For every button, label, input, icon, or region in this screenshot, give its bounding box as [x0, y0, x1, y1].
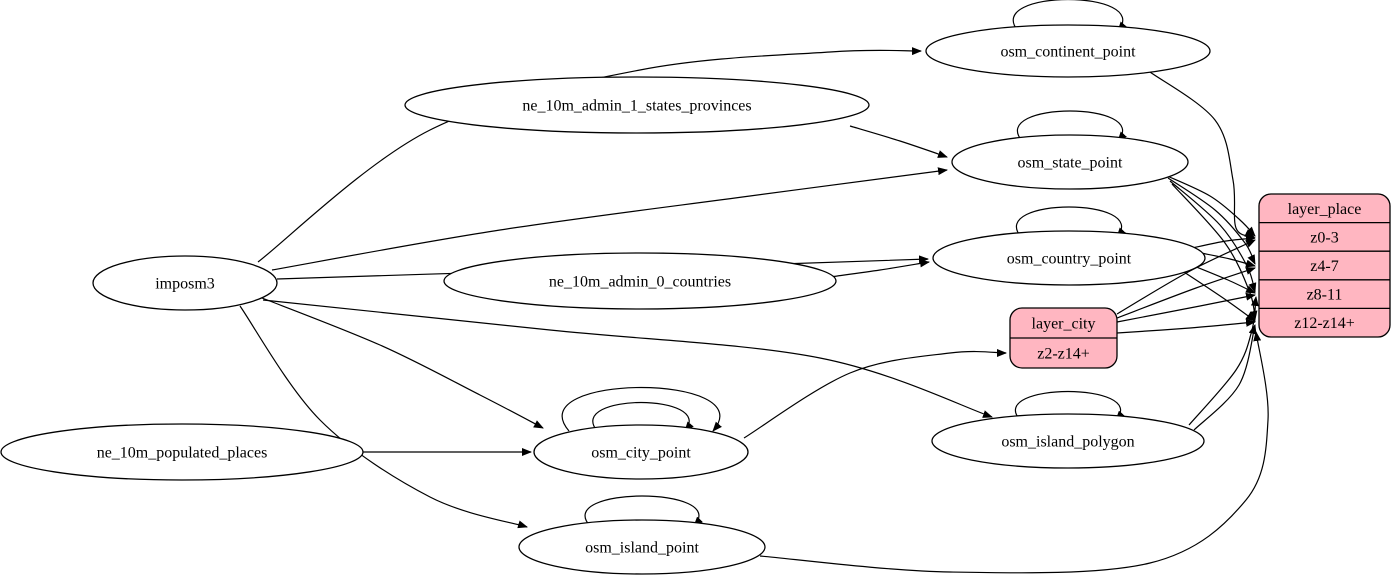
node-shape-osm_state_point	[951, 134, 1189, 190]
edge-osm_state_point-to-layer_place-z8-11	[1169, 180, 1257, 293]
node-shape-imposm3	[92, 255, 278, 311]
node-shape-osm_city_point	[533, 424, 749, 480]
edges-layer	[239, 0, 1269, 574]
edge-layer_city-to-layer_place-z8-11	[1116, 292, 1256, 323]
edge-imposm3-to-osm_continent_point	[257, 47, 922, 263]
self-loop-osm_island_point-0	[584, 495, 704, 527]
edge-imposm3-to-osm_state_point	[271, 167, 948, 271]
node-osm_island_polygon: osm_island_polygon	[931, 413, 1205, 469]
node-osm_continent_point: osm_continent_point	[925, 24, 1211, 78]
record-header-layer_place-layer_place: layer_place	[1288, 201, 1362, 218]
node-label-imposm3: imposm3	[155, 276, 215, 293]
edge-osm_country_point-to-layer_place-z8-11	[1193, 265, 1256, 294]
self-loop-osm_island_polygon-0	[1015, 390, 1125, 421]
record-row-layer_place-z8-11: z8-11	[1307, 287, 1343, 304]
node-layer_place: layer_place z0-3 z4-7 z8-11 z12-z14+	[1258, 193, 1391, 338]
node-label-ne_10m_populated_places: ne_10m_populated_places	[97, 445, 268, 462]
node-shape-osm_island_polygon	[931, 413, 1205, 469]
node-layer_city: layer_city z2-z14+	[1009, 307, 1118, 369]
node-label-ne_10m_admin_0_countries: ne_10m_admin_0_countries	[549, 274, 731, 291]
edge-osm_island_polygon-to-layer_place-z8-11	[1188, 296, 1259, 426]
self-loop-osm_city_point-0	[561, 386, 722, 432]
node-label-osm_continent_point: osm_continent_point	[1000, 44, 1136, 61]
node-shape-ne_10m_admin_0_countries	[443, 252, 837, 310]
node-osm_island_point: osm_island_point	[518, 519, 766, 575]
edge-imposm3-to-osm_city_point	[256, 295, 544, 429]
edge-osm_state_point-to-layer_place-z4-7	[1167, 177, 1256, 265]
record-row-layer_city-z2-z14+: z2-z14+	[1037, 346, 1090, 363]
node-shape-osm_continent_point	[925, 24, 1211, 78]
node-label-osm_country_point: osm_country_point	[1007, 251, 1132, 268]
edge-osm_state_point-to-layer_place-z12-z14+	[1171, 183, 1258, 321]
edge-ne_10m_admin_1_states_provinces-to-osm_state_point	[849, 125, 948, 158]
node-osm_country_point: osm_country_point	[932, 230, 1206, 286]
edge-osm_island_point-to-layer_place-z12-z14+	[759, 331, 1269, 574]
node-osm_state_point: osm_state_point	[951, 134, 1189, 190]
edge-osm_city_point-to-layer_city-z2-z14+	[743, 348, 1007, 439]
node-osm_city_point: osm_city_point	[533, 424, 749, 480]
node-label-osm_island_point: osm_island_point	[585, 540, 699, 557]
record-row-layer_place-z0-3: z0-3	[1310, 229, 1338, 246]
node-label-ne_10m_admin_1_states_provinces: ne_10m_admin_1_states_provinces	[522, 98, 751, 115]
node-imposm3: imposm3	[92, 255, 278, 311]
edge-osm_country_point-to-layer_place-z4-7	[1200, 252, 1256, 268]
node-shape-layer_place	[1258, 193, 1391, 338]
record-row-layer_place-z12-z14+: z12-z14+	[1294, 315, 1355, 332]
edge-layer_city-to-layer_place-z12-z14+	[1116, 318, 1256, 334]
self-loop-osm_city_point-1	[592, 401, 694, 432]
nodes-layer: imposm3 ne_10m_admin_1_states_provincesne…	[0, 24, 1391, 575]
edge-osm_country_point-to-layer_place-z0-3	[1191, 234, 1256, 249]
edge-osm_island_polygon-to-layer_place-z12-z14+	[1193, 324, 1257, 431]
record-row-layer_place-z4-7: z4-7	[1310, 258, 1338, 275]
self-loop-osm_country_point-0	[1016, 206, 1126, 238]
node-label-osm_city_point: osm_city_point	[591, 445, 691, 462]
node-ne_10m_populated_places: ne_10m_populated_places	[0, 423, 364, 481]
node-shape-ne_10m_admin_1_states_provinces	[404, 76, 870, 134]
edge-layer_city-to-layer_place-z4-7	[1116, 267, 1256, 319]
node-label-osm_state_point: osm_state_point	[1018, 155, 1123, 172]
node-shape-ne_10m_populated_places	[0, 423, 364, 481]
node-ne_10m_admin_0_countries: ne_10m_admin_0_countries	[443, 252, 837, 310]
edge-imposm3-to-osm_island_polygon	[262, 299, 993, 418]
node-shape-osm_country_point	[932, 230, 1206, 286]
record-header-layer_city-layer_city: layer_city	[1032, 316, 1096, 333]
edge-osm_country_point-to-layer_place-z12-z14+	[1183, 271, 1256, 322]
node-label-osm_island_polygon: osm_island_polygon	[1001, 434, 1134, 451]
edge-osm_state_point-to-layer_place-z0-3	[1164, 174, 1256, 237]
node-shape-osm_island_point	[518, 519, 766, 575]
edge-ne_10m_admin_0_countries-to-osm_country_point	[829, 259, 930, 278]
edge-osm_continent_point-to-layer_place-z0-3	[1149, 71, 1255, 238]
node-ne_10m_admin_1_states_provinces: ne_10m_admin_1_states_provinces	[404, 76, 870, 134]
self-loop-osm_continent_point-0	[1012, 0, 1127, 32]
edge-imposm3-to-osm_island_point	[239, 305, 528, 529]
self-loop-osm_state_point-0	[1017, 110, 1127, 142]
